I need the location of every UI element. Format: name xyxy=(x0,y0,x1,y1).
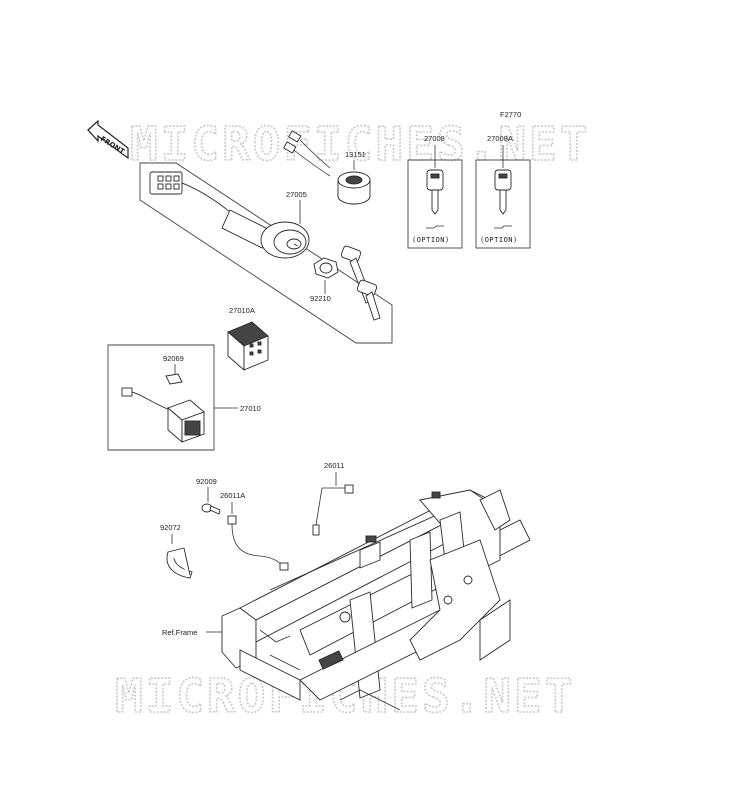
band-icon xyxy=(166,547,193,579)
option-label-27008: (OPTION) xyxy=(412,236,450,244)
switch-27010-box xyxy=(107,344,215,451)
bolt-icon xyxy=(201,503,221,515)
key-switch-13151-icon xyxy=(283,130,371,205)
label-27008: 27008 xyxy=(424,134,445,143)
key-27008-icon xyxy=(426,169,444,229)
label-27008a: 27008A xyxy=(487,134,513,143)
label-27010a: 27010A xyxy=(229,306,255,315)
label-92210: 92210 xyxy=(310,294,331,303)
switch-harness-icon xyxy=(121,387,205,443)
label-27005: 27005 xyxy=(286,190,307,199)
watermark-top: MICROFICHES.NET xyxy=(130,117,590,171)
option-label-27008a: (OPTION) xyxy=(480,236,518,244)
label-27010: 27010 xyxy=(240,404,261,413)
front-arrow-icon: FRONT xyxy=(87,119,129,160)
harness-26011-icon xyxy=(312,484,354,536)
key-27008a-icon xyxy=(494,169,512,229)
connector-icon xyxy=(149,171,231,213)
frame-icon xyxy=(221,489,531,711)
ignition-switch-icon xyxy=(221,209,310,259)
label-26011a: 26011A xyxy=(220,491,245,500)
label-26011: 26011 xyxy=(324,461,344,470)
ignition-switch-box xyxy=(139,162,393,344)
harness-26011a-icon xyxy=(227,515,289,571)
ref-frame-label: Ref.Frame xyxy=(162,628,197,637)
keys-icon xyxy=(340,245,381,321)
nut-icon xyxy=(313,257,339,279)
rocker-switch-icon xyxy=(227,321,269,371)
label-92072: 92072 xyxy=(160,523,181,532)
label-13151: 13151 xyxy=(345,150,366,159)
clip-icon xyxy=(165,373,183,385)
label-92009: 92009 xyxy=(196,477,217,486)
label-92069: 92069 xyxy=(163,354,184,363)
figure-code: F2770 xyxy=(500,110,521,119)
